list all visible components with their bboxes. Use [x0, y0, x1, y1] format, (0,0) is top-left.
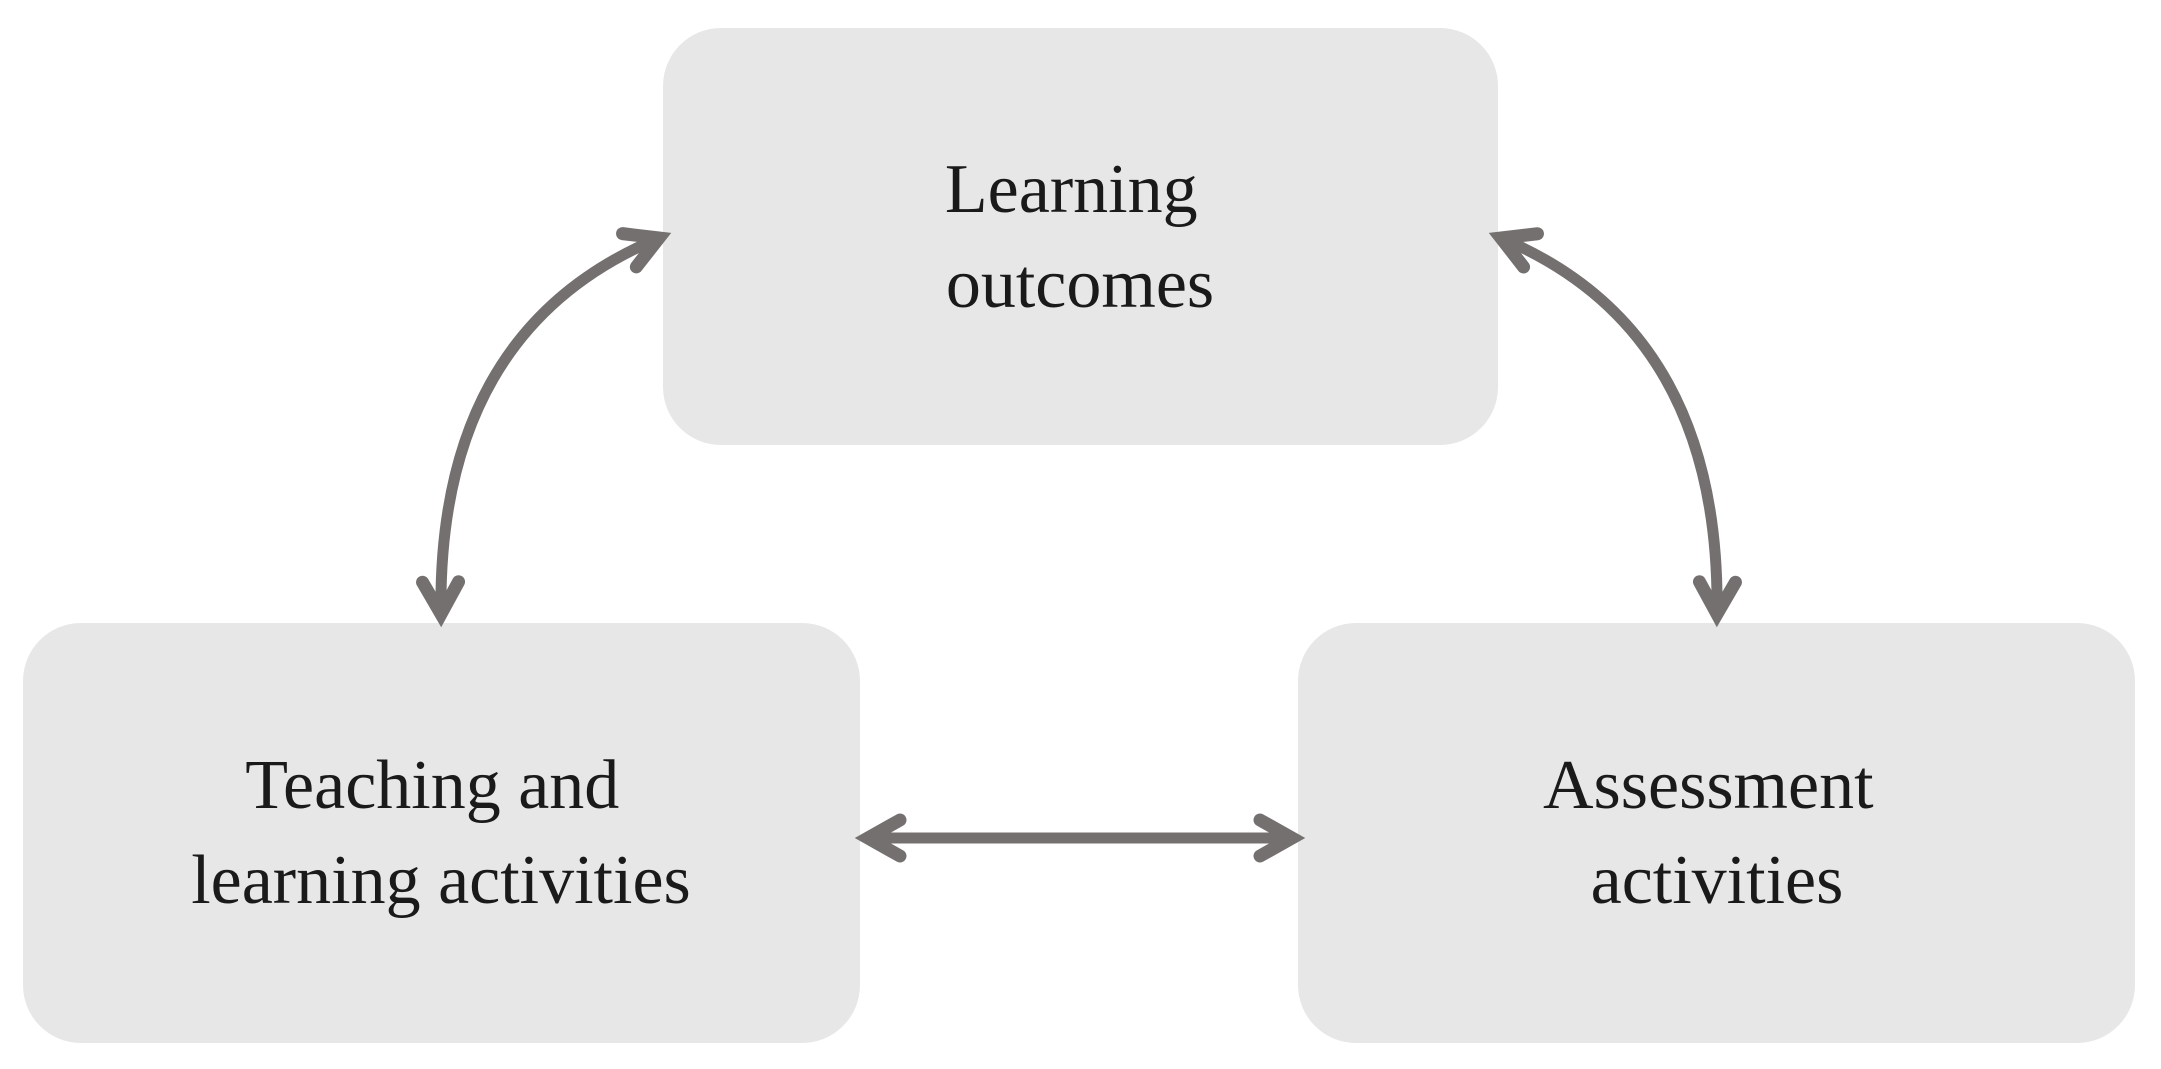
label-line: Learning: [945, 151, 1198, 228]
arrow-outcomes-to-assessment: [1488, 227, 1742, 628]
node-label-teaching-learning-activities: Teaching and learning activities: [191, 747, 691, 919]
arrow-teaching-to-outcomes: [416, 227, 672, 628]
node-assessment-activities: [1298, 623, 2135, 1043]
label-line: activities: [1591, 842, 1844, 919]
node-learning-outcomes: [663, 28, 1498, 445]
label-line: outcomes: [946, 246, 1214, 323]
node-teaching-learning-activities: [23, 623, 860, 1043]
label-line: learning activities: [191, 842, 691, 919]
label-line: Teaching and: [245, 747, 619, 824]
node-label-assessment-activities: Assessment activities: [1543, 747, 1891, 919]
node-label-learning-outcomes: Learning outcomes: [945, 151, 1215, 323]
label-line: Assessment: [1543, 747, 1874, 824]
